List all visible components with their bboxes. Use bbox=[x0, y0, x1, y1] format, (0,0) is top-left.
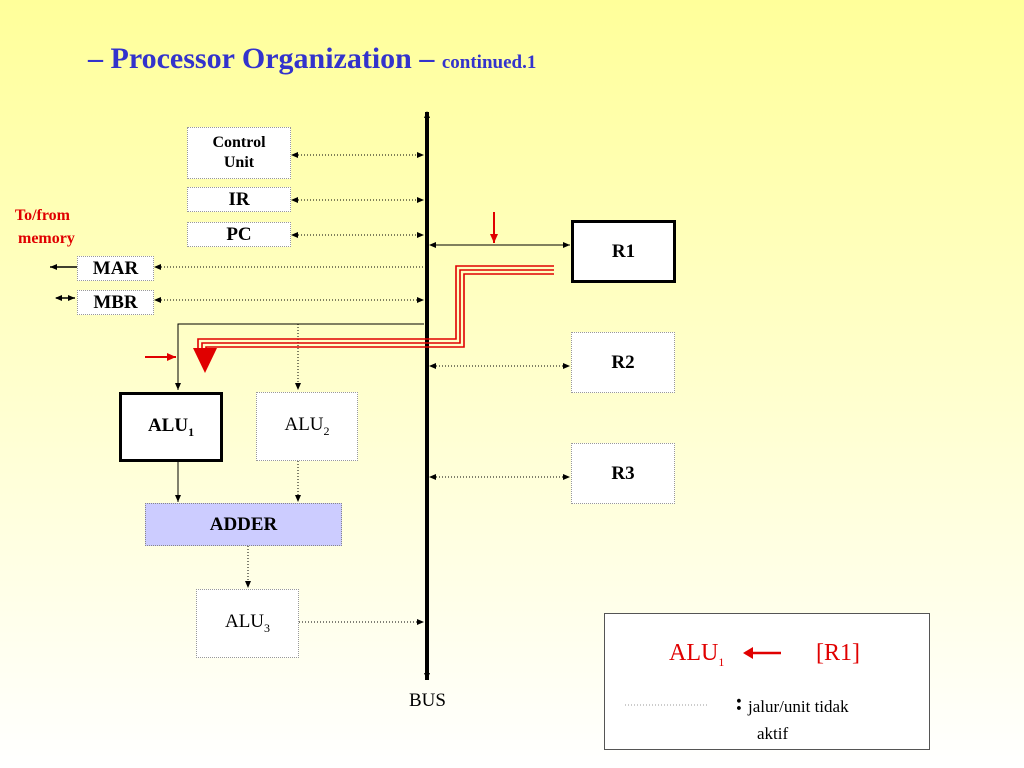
alu2-label: ALU2 bbox=[284, 414, 330, 438]
r2-label: R2 bbox=[611, 351, 635, 373]
ir-box[interactable]: IR bbox=[187, 187, 291, 212]
r3-label: R3 bbox=[611, 462, 635, 484]
legend-arrow bbox=[625, 647, 781, 706]
mar-box[interactable]: MAR bbox=[77, 256, 154, 281]
page-title: – Processor Organization – continued.1 bbox=[88, 42, 536, 76]
bus-label: BUS bbox=[409, 690, 446, 711]
legend-note-line2: aktif bbox=[757, 724, 789, 743]
mbr-label: MBR bbox=[93, 291, 138, 313]
r2-box[interactable]: R2 bbox=[571, 332, 675, 393]
legend-note-line1: jalur/unit tidak bbox=[748, 697, 849, 716]
r1-box[interactable]: R1 bbox=[571, 220, 676, 283]
mbr-box[interactable]: MBR bbox=[77, 290, 154, 315]
control-unit-label-line2: Unit bbox=[223, 154, 255, 171]
memory-label: To/from memory bbox=[10, 204, 75, 250]
legend-box: ALU1 [R1] : jalur/unit tidak aktif bbox=[604, 613, 930, 750]
memory-label-line1: To/from bbox=[14, 207, 70, 224]
control-unit-box[interactable]: Control Unit bbox=[187, 127, 291, 179]
legend-src: [R1] bbox=[816, 640, 860, 666]
pc-label: PC bbox=[226, 223, 252, 245]
r1-label: R1 bbox=[611, 240, 636, 262]
legend-dest: ALU1 bbox=[669, 640, 725, 669]
adder-box[interactable]: ADDER bbox=[145, 503, 342, 546]
mar-label: MAR bbox=[92, 257, 139, 279]
active-arrowhead bbox=[193, 348, 217, 373]
ir-label: IR bbox=[228, 188, 250, 210]
pc-box[interactable]: PC bbox=[187, 222, 291, 247]
r3-box[interactable]: R3 bbox=[571, 443, 675, 504]
title-sub: continued.1 bbox=[441, 52, 537, 73]
alu3-label: ALU3 bbox=[224, 611, 271, 635]
control-unit-label-line1: Control bbox=[212, 134, 266, 151]
adder-label: ADDER bbox=[209, 513, 278, 535]
legend-colon: : bbox=[735, 690, 743, 716]
alu3-box[interactable]: ALU3 bbox=[196, 589, 299, 658]
alu1-box[interactable]: ALU1 bbox=[119, 392, 223, 462]
alu2-box[interactable]: ALU2 bbox=[256, 392, 358, 461]
title-main: – Processor Organization – bbox=[88, 42, 435, 75]
memory-label-line2: memory bbox=[18, 230, 75, 247]
alu1-label: ALU1 bbox=[147, 414, 195, 439]
